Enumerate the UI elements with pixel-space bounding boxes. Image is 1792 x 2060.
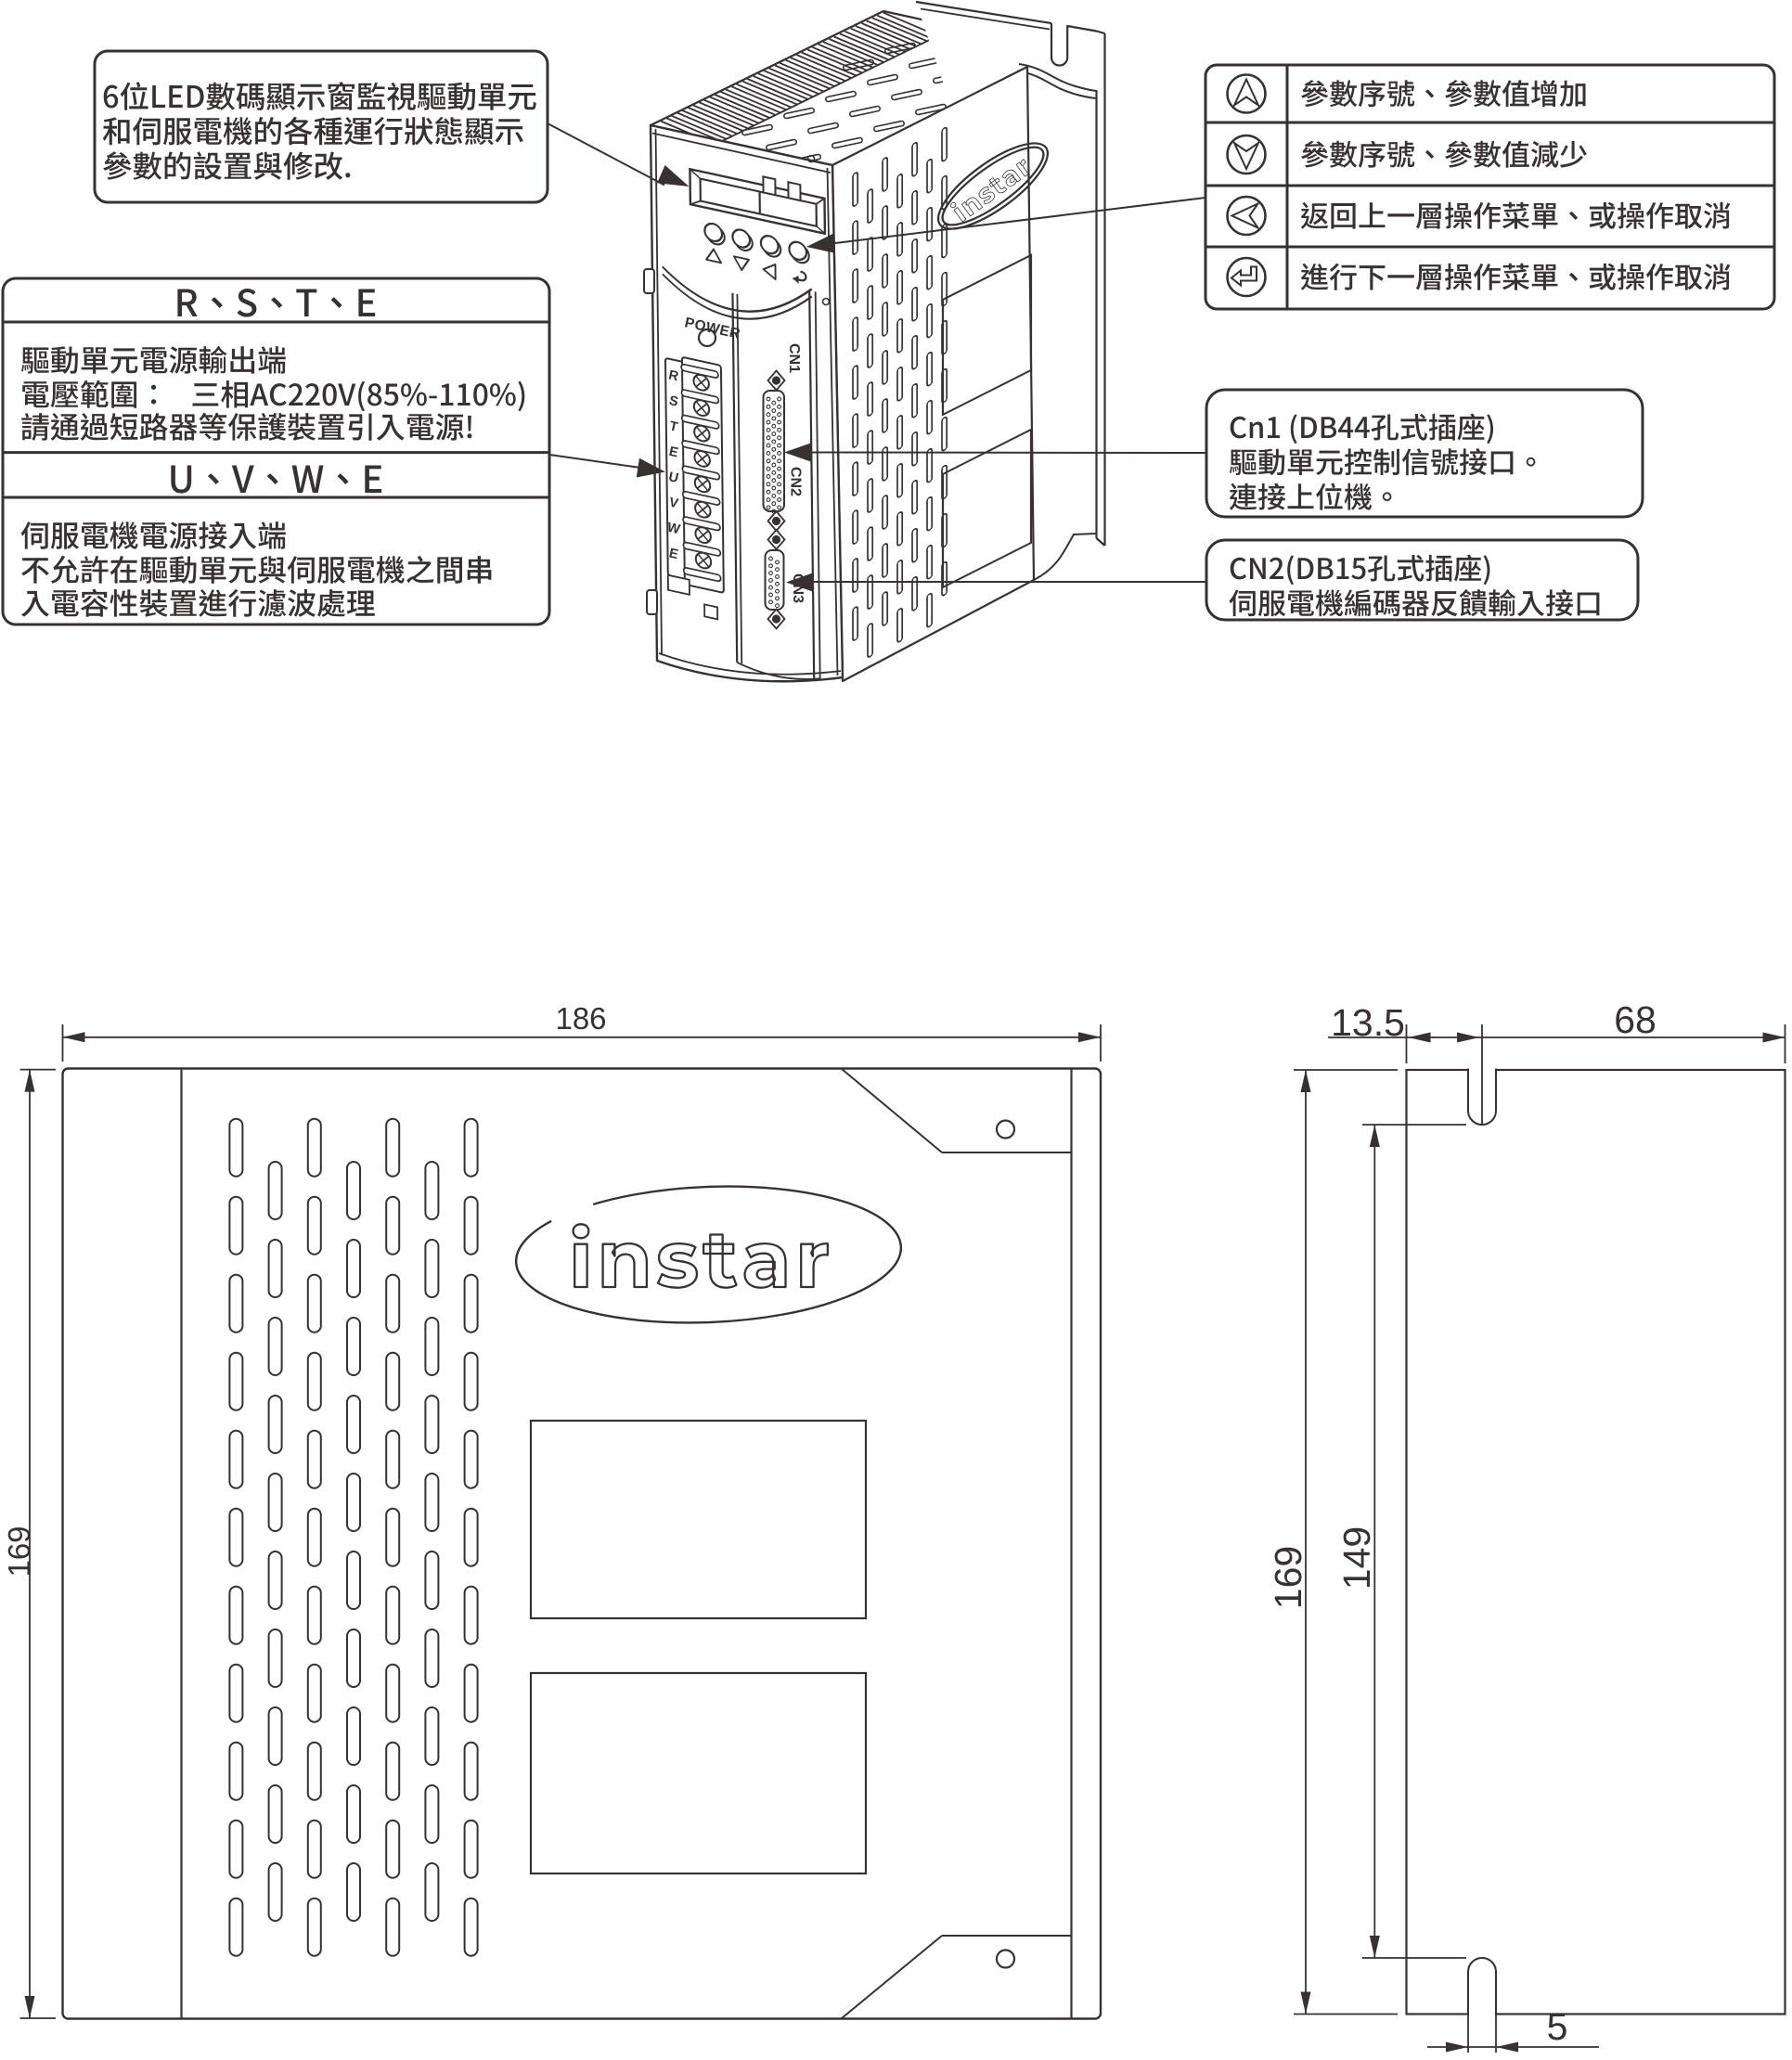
- svg-text:CN2: CN2: [788, 467, 804, 496]
- svg-text:169: 169: [1267, 1546, 1309, 1609]
- svg-text:13.5: 13.5: [1331, 1001, 1405, 1044]
- svg-text:68: 68: [1614, 998, 1657, 1041]
- svg-text:CN1: CN1: [786, 343, 802, 373]
- svg-text:169: 169: [2, 1526, 36, 1577]
- svg-text:186: 186: [555, 1001, 606, 1036]
- svg-text:149: 149: [1335, 1526, 1378, 1590]
- svg-text:5: 5: [1547, 2005, 1568, 2048]
